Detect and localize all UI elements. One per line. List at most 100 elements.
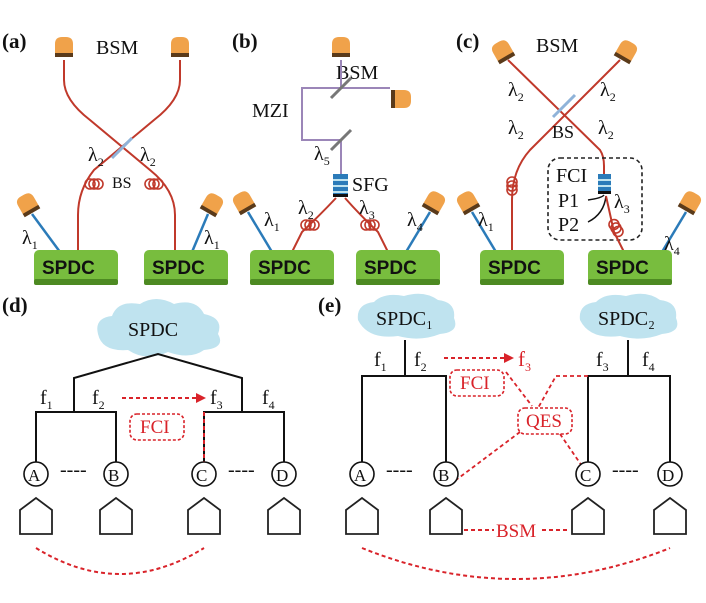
- spdc-box: SPDC: [356, 250, 440, 285]
- idler-line: [30, 213, 62, 253]
- panel-e-label: (e): [318, 293, 341, 317]
- spdc-box: SPDC: [480, 250, 564, 285]
- node-d: [271, 461, 297, 487]
- panel-d-f2: f2: [92, 387, 105, 412]
- panel-a-lambda2-right: λ2: [140, 144, 156, 169]
- spdc-box: SPDC: [588, 250, 672, 285]
- sfg-crystal: [333, 174, 348, 197]
- node-b: [103, 461, 129, 487]
- svg-text:SPDC: SPDC: [152, 258, 205, 279]
- panel-b-lambda4: λ4: [407, 209, 423, 234]
- spdc-box: SPDC: [34, 250, 118, 285]
- user-node-icon: [267, 497, 301, 535]
- panel-c-p2-label: P2: [558, 214, 579, 236]
- fiber-line: [507, 59, 605, 176]
- mzi-splitter: [329, 76, 353, 100]
- svg-text:C: C: [580, 466, 591, 485]
- user-node-icon: [345, 497, 379, 535]
- node-d: [657, 461, 683, 487]
- node-a: [23, 461, 49, 487]
- detector-icon: [677, 188, 704, 216]
- dots: ----: [612, 459, 639, 481]
- panel-a-lambda2-left: λ2: [88, 144, 104, 169]
- dots: ----: [60, 459, 87, 481]
- fci-tag: [449, 369, 505, 397]
- panel-e-qes: QES: [526, 411, 562, 432]
- detector-icon: [489, 37, 516, 65]
- detector-icon: [230, 188, 257, 216]
- user-node-icon: [187, 497, 221, 535]
- svg-text:A: A: [28, 466, 41, 485]
- panel-d-f3: f3: [210, 387, 223, 412]
- panel-e-f2: f2: [414, 349, 427, 374]
- detector-icon: [613, 37, 640, 65]
- detector-icon: [14, 190, 41, 218]
- idler-line: [470, 211, 498, 253]
- panel-c-lambda1: λ1: [478, 209, 494, 234]
- entanglement-link: [35, 547, 205, 575]
- entanglement-link: [361, 547, 671, 580]
- tree-branch: [35, 411, 117, 472]
- panel-b-bsm-label: BSM: [336, 62, 378, 84]
- svg-text:A: A: [354, 466, 367, 485]
- idler-line: [404, 211, 432, 253]
- idler-line: [190, 213, 210, 253]
- user-node-icon: [19, 497, 53, 535]
- fiber-line: [344, 197, 389, 253]
- panel-c-lambda2: λ2: [598, 117, 614, 142]
- beam-splitter: [551, 93, 577, 119]
- mzi-splitter: [329, 128, 353, 152]
- detector-icon: [391, 90, 411, 108]
- svg-text:D: D: [662, 466, 674, 485]
- panel-d-f4: f4: [262, 387, 275, 412]
- fiber-line: [511, 59, 621, 252]
- panel-b-lambda3: λ3: [359, 197, 375, 222]
- node-a: [349, 461, 375, 487]
- panel-a-bsm-label: BSM: [96, 37, 138, 59]
- detector-icon: [421, 188, 448, 216]
- panel-b-sfg-label: SFG: [352, 174, 389, 196]
- panel-e-f3-converted: f3: [518, 347, 531, 374]
- panel-c-lambda2: λ2: [600, 79, 616, 104]
- user-node-icon: [99, 497, 133, 535]
- cloud-source-2: [579, 293, 678, 339]
- panel-c-fci-label: FCI: [556, 165, 587, 187]
- idler-line: [246, 211, 274, 253]
- panel-a-lambda1-left: λ1: [22, 227, 38, 252]
- svg-text:D: D: [276, 466, 288, 485]
- panel-a: (a) BSM λ2 λ2 BS λ1 λ1 SPDC SPDC: [2, 29, 228, 285]
- panel-b-lambda1: λ1: [264, 209, 280, 234]
- user-node-icon: [571, 497, 605, 535]
- panel-e: (e) SPDC₁ SPDC₂ f1 f2 f3 f4 f3 FCI QES A…: [318, 293, 687, 580]
- svg-text:SPDC: SPDC: [258, 258, 311, 279]
- tree-branch: [587, 375, 671, 462]
- svg-text:SPDC: SPDC: [488, 258, 541, 279]
- svg-text:SPDC: SPDC: [364, 258, 417, 279]
- detector-icon: [454, 188, 481, 216]
- panel-e-source2: SPDC₂: [598, 308, 655, 330]
- panel-e-f1: f1: [374, 349, 387, 374]
- panel-b: (b) BSM MZI λ5 SFG λ2 λ3 λ1 λ4 SPDC: [230, 29, 448, 285]
- panel-b-label: (b): [232, 29, 258, 53]
- spdc-box: SPDC: [144, 250, 228, 285]
- panel-c-p1-label: P1: [558, 190, 579, 212]
- svg-text:SPDC: SPDC: [42, 258, 95, 279]
- fci-tag: [129, 413, 185, 441]
- dots: ----: [386, 459, 413, 481]
- panel-c-bs-label: BS: [552, 122, 574, 142]
- beam-splitter: [110, 136, 134, 160]
- panel-b-lambda5: λ5: [314, 143, 330, 168]
- detector-icon: [171, 37, 189, 57]
- panel-d-label: (d): [2, 293, 28, 317]
- panel-c: (c) BSM λ2 λ2 λ2 λ2 BS FCI P1 P2 λ3 λ1: [454, 29, 704, 285]
- panel-a-bs-label: BS: [112, 175, 132, 192]
- panel-e-fci: FCI: [460, 373, 490, 394]
- panel-a-label: (a): [2, 29, 27, 53]
- cloud-source-1: [357, 293, 456, 339]
- spdc-box: SPDC: [250, 250, 334, 285]
- panel-b-lambda2: λ2: [298, 197, 314, 222]
- panel-a-lambda1-right: λ1: [204, 227, 220, 252]
- panel-d-fci: FCI: [140, 417, 170, 438]
- svg-text:B: B: [438, 466, 449, 485]
